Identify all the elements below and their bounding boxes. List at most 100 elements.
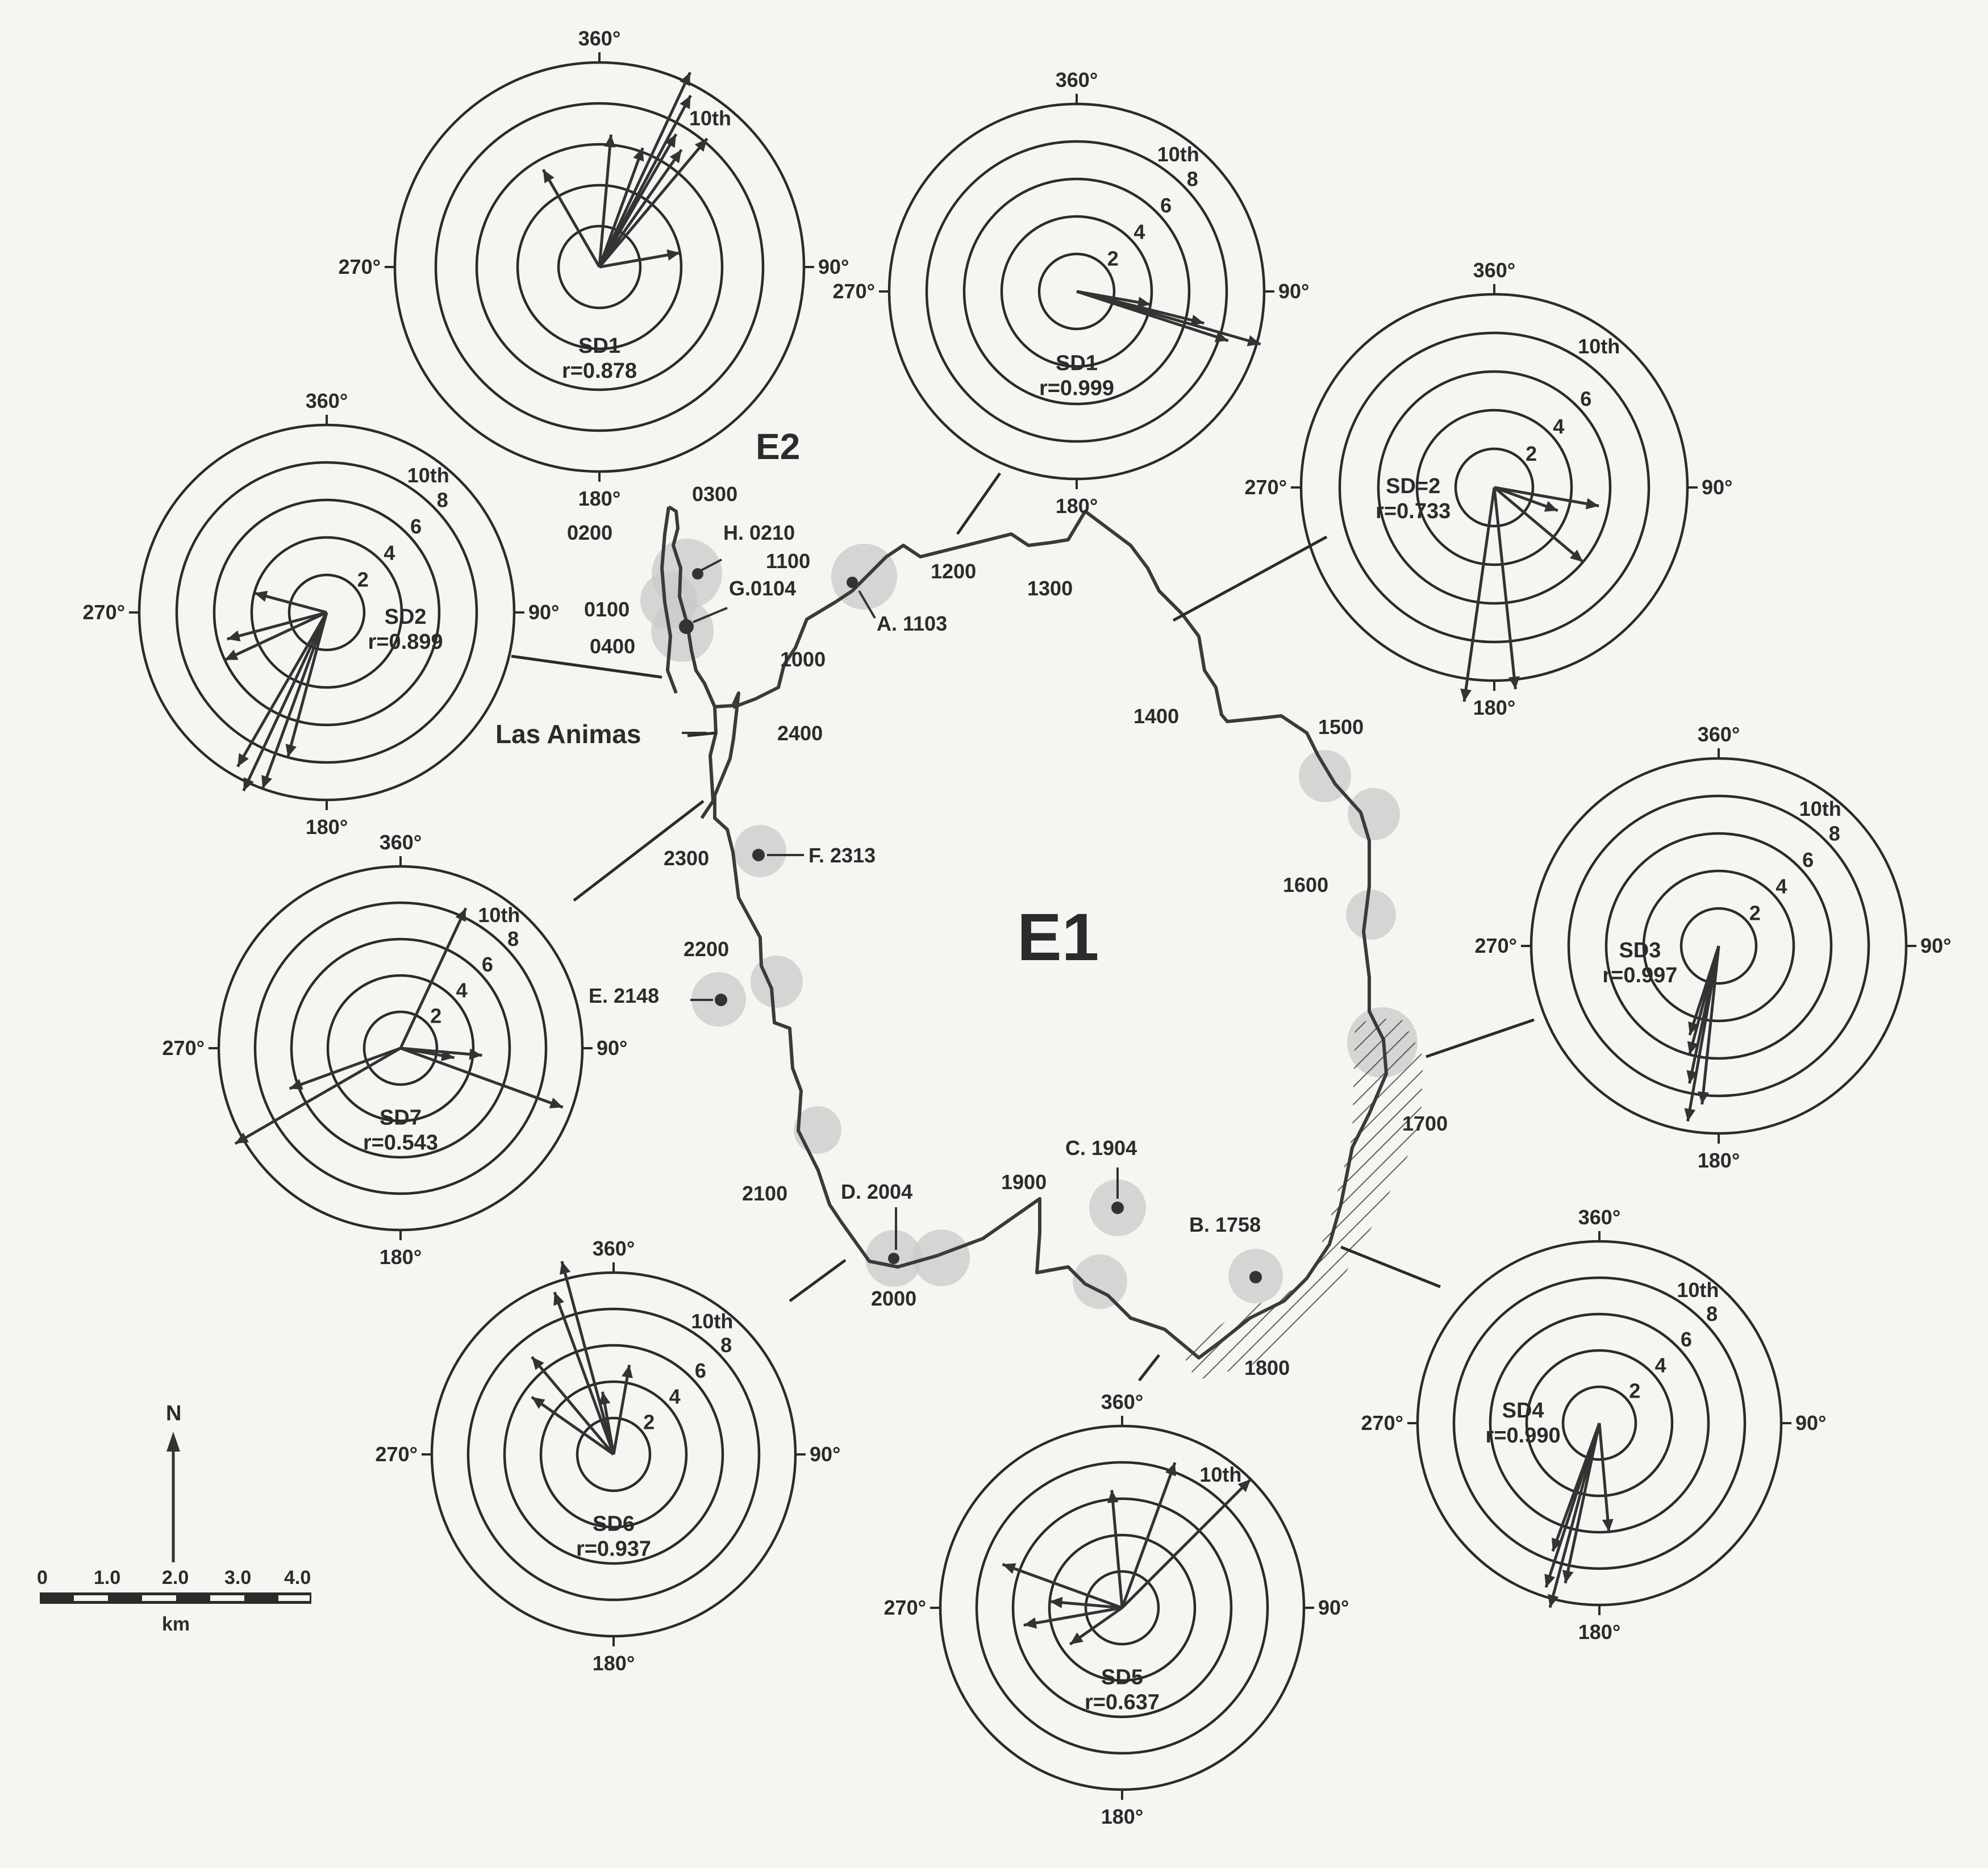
wind-vector (399, 907, 468, 1049)
hour-label: 2400 (777, 722, 823, 745)
wind-vector-head (1688, 1021, 1699, 1035)
rose-name-label: SD4 (1502, 1399, 1544, 1423)
wind-vector (224, 611, 328, 661)
rose-east-label: 90° (1702, 476, 1732, 499)
e2-label: E2 (756, 426, 800, 467)
connector-lines (511, 472, 1535, 1382)
wind-vector (598, 134, 612, 268)
rose-ring (503, 1344, 724, 1565)
rose-east-label: 90° (597, 1036, 627, 1060)
rose-south-label: 180° (578, 487, 620, 510)
rose-south-label: 180° (1578, 1620, 1620, 1644)
rose-ring-label: 8 (1829, 822, 1840, 845)
rose-west-label: 270° (1361, 1411, 1403, 1435)
rose-north-label: 360° (380, 831, 422, 854)
rose-ring-label: 4 (456, 978, 468, 1002)
wind-vector-head (1070, 1632, 1084, 1645)
wind-vector (1076, 290, 1229, 343)
wind-vector (598, 72, 692, 268)
wind-vector-head (1107, 1490, 1119, 1503)
rose-ring (1084, 1570, 1160, 1646)
wind-vector (1120, 1462, 1177, 1608)
rose-north-label: 360° (1473, 258, 1515, 282)
wind-vector-head (1002, 1563, 1016, 1574)
wind-vector-head (1698, 1091, 1709, 1104)
rose-tenth-label: 10th (478, 903, 520, 927)
hour-label: 1500 (1318, 715, 1364, 739)
rose-ring-label: 8 (1706, 1302, 1718, 1325)
event-pointers (682, 558, 1119, 1250)
wind-vector-head (261, 775, 273, 789)
rose-east-label: 90° (818, 255, 849, 278)
hour-label: 1200 (931, 560, 976, 583)
rose-name-label: SD6 (593, 1512, 635, 1536)
wind-vector-head (599, 1391, 611, 1406)
wind-vector (1002, 1563, 1123, 1610)
wind-vector (553, 1291, 615, 1455)
wind-vector-head (1569, 549, 1583, 562)
rose-ring-label: 8 (720, 1333, 732, 1357)
storm-track (668, 505, 1388, 1360)
place-label: Las Animas (495, 719, 641, 749)
wind-vector-head (666, 249, 680, 261)
wind-vector-head (1460, 688, 1472, 702)
rose-ring (1561, 1385, 1637, 1461)
hour-label: 1900 (1001, 1170, 1047, 1194)
rose-r-label: r=0.899 (368, 630, 443, 654)
rose-ring (250, 536, 403, 689)
rose-south-label: 180° (1101, 1805, 1143, 1828)
wind-vector-head (469, 1048, 482, 1060)
rose-west-label: 270° (1245, 476, 1287, 499)
north-arrow: N (166, 1402, 181, 1562)
wind-vector-head (1552, 1537, 1562, 1552)
wind-vector-head (694, 138, 707, 152)
wind-vector-head (1247, 335, 1261, 347)
rose-south-label: 180° (1056, 494, 1098, 518)
wind-vector-head (559, 1261, 571, 1275)
wind-vector-head (1508, 676, 1520, 690)
wind-vector-head (227, 630, 241, 641)
rose-ring (1048, 1533, 1197, 1682)
rose-ring (1525, 1349, 1674, 1498)
wind-vector (1494, 486, 1599, 507)
wind-vector-head (1023, 1617, 1037, 1629)
wind-vector-head (1686, 1070, 1698, 1084)
rose-tenth-label: 10th (1578, 335, 1620, 358)
rose-name-label: SD1 (1056, 352, 1098, 376)
rose-ring-label: 2 (430, 1004, 441, 1028)
rose-ring (253, 901, 548, 1195)
rose-west-label: 270° (376, 1442, 418, 1466)
wind-vector-head (455, 908, 466, 922)
rose-east-label: 90° (1795, 1411, 1826, 1435)
rose-ring (1452, 1276, 1747, 1570)
wind-vector-head (254, 590, 268, 602)
wind-vector (531, 1396, 615, 1456)
rose-r-label: r=0.543 (363, 1131, 438, 1154)
hour-label: 1100 (766, 549, 810, 573)
wind-vector-head (549, 1098, 563, 1108)
rose-name-label: SD=2 (1386, 474, 1440, 498)
rose-south-label: 180° (306, 815, 348, 839)
wind-vector-head (1190, 314, 1205, 326)
event-label: B. 1758 (1189, 1213, 1261, 1236)
wind-vector-head (1214, 331, 1228, 343)
wind-vector-head (1237, 1479, 1251, 1492)
rose-ring-label: 6 (482, 953, 493, 976)
rose-ring-label: 8 (507, 927, 519, 950)
rose-r-label: r=0.637 (1085, 1690, 1160, 1714)
rose-west-label: 270° (83, 601, 125, 624)
rose-r-label: r=0.997 (1602, 964, 1677, 987)
rose-south-label: 180° (380, 1245, 422, 1269)
wind-vector (1598, 1423, 1611, 1532)
rose-ring-label: 8 (437, 488, 448, 511)
rose-ring (576, 1416, 652, 1492)
rose-ring-label: 4 (384, 541, 395, 565)
wind-vector (1462, 487, 1496, 702)
wind-vector-head (289, 1079, 303, 1090)
rose-ring-label: 4 (1553, 415, 1564, 438)
rose-ring-label: 2 (1629, 1379, 1640, 1403)
rose-ring (175, 461, 478, 764)
